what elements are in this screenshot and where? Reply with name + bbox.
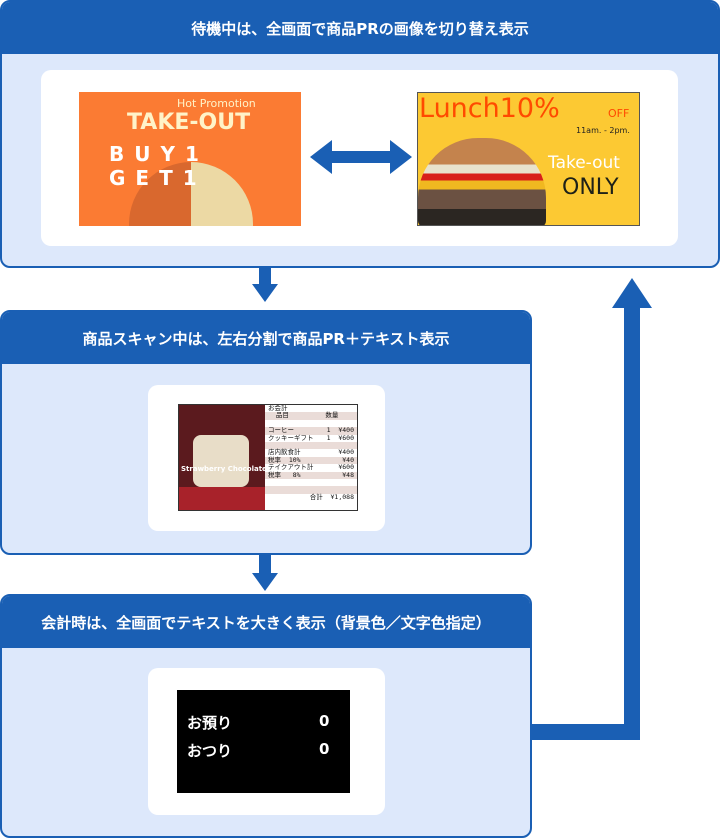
promo-subtitle: Hot Promotion xyxy=(177,97,256,110)
change-value: 0 xyxy=(319,740,330,758)
receipt-line-label: 税率 10% xyxy=(268,455,301,464)
receipt-line: 税率 8% ¥48 xyxy=(265,470,357,479)
takeout-label: Take-out xyxy=(548,153,620,173)
receipt-line: 品目 数量 xyxy=(265,411,357,420)
change-label: おつり xyxy=(187,742,233,760)
receipt-line xyxy=(265,479,357,486)
return-arrow-icon xyxy=(532,278,652,740)
receipt-line-value: ¥48 xyxy=(342,470,354,479)
checkout-display: お預り 0 おつり 0 xyxy=(177,690,350,793)
receipt-line: 税率 10% ¥40 xyxy=(265,455,357,465)
receipt-line: クッキーギフト 1 ¥600 xyxy=(265,433,357,442)
drink-image xyxy=(193,435,249,487)
receipt-line-label: お会計 xyxy=(268,404,288,412)
receipt-text: お会計 品目 数量 コーヒー 1 ¥400 クッキーギフト 1 ¥600 店内飲食計 ¥40… xyxy=(265,405,357,510)
receipt-line-value: ¥400 xyxy=(338,448,354,457)
promo-image-strawberry: Strawberry Chocolate xyxy=(179,405,267,510)
step3-title: 会計時は、全画面でテキストを大きく表示（背景色／文字色指定） xyxy=(2,596,530,648)
down-arrow-icon xyxy=(252,555,278,591)
receipt-line-label: コーヒー xyxy=(268,426,294,435)
receipt-line-value: 1 ¥600 xyxy=(326,433,354,442)
step2-title: 商品スキャン中は、左右分割で商品PR＋テキスト表示 xyxy=(2,312,530,364)
receipt-line-label: 品目 xyxy=(268,411,289,420)
lunch-hours: 11am. - 2pm. xyxy=(576,126,630,135)
receipt-line-value: ¥40 xyxy=(342,455,354,464)
receipt-line: 店内飲食計 ¥400 xyxy=(265,448,357,457)
step1-title: 待機中は、全画面で商品PRの画像を切り替え表示 xyxy=(2,2,718,54)
receipt-line xyxy=(265,441,357,450)
lunch-off: OFF xyxy=(608,107,630,120)
receipt-line: 合計 ¥1,088 xyxy=(265,492,357,501)
receipt-line-value: 合計 ¥1,088 xyxy=(309,492,354,501)
only-label: ONLY xyxy=(562,175,619,200)
promo-title: TAKE-OUT xyxy=(127,110,251,135)
strawberries-image xyxy=(179,487,265,510)
swap-double-arrow-icon xyxy=(310,140,412,174)
receipt-line: テイクアウト計 ¥600 xyxy=(265,463,357,472)
down-arrow-icon xyxy=(252,268,278,302)
receipt-line-label: 税率 8% xyxy=(268,470,301,479)
receipt-line-value: 数量 xyxy=(325,411,354,420)
split-screen-preview: Strawberry Chocolate お会計 品目 数量 コーヒー 1 ¥400… xyxy=(178,404,358,511)
promo-image-lunch: Lunch10% OFF 11am. - 2pm. Take-out ONLY xyxy=(417,92,640,226)
promo-image-takeout: Hot Promotion TAKE-OUT BUY1 GET1 xyxy=(79,92,301,226)
promo-label: Strawberry Chocolate xyxy=(181,465,267,473)
receipt-line-value: ¥600 xyxy=(338,463,354,472)
receipt-line-label: テイクアウト計 xyxy=(268,463,314,472)
receipt-line-label: 店内飲食計 xyxy=(268,448,301,457)
receipt-line-label: クッキーギフト xyxy=(268,433,314,442)
deposit-value: 0 xyxy=(319,712,330,730)
promo-arc-text: BUY1 GET1 xyxy=(109,142,209,190)
receipt-line xyxy=(265,486,357,494)
receipt-line: お会計 xyxy=(265,405,357,412)
receipt-line-value: 1 ¥400 xyxy=(326,426,354,435)
lunch-headline: Lunch10% xyxy=(419,93,560,124)
deposit-label: お預り xyxy=(187,714,233,732)
burger-image xyxy=(418,138,546,225)
receipt-line: コーヒー 1 ¥400 xyxy=(265,426,357,435)
